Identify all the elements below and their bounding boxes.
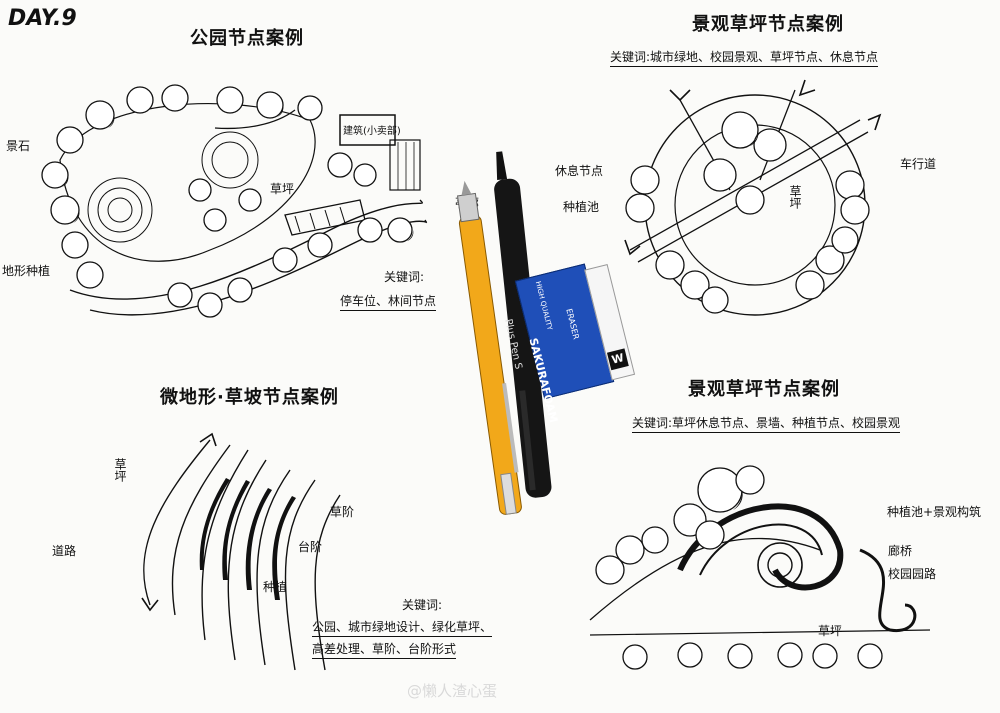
lawn-br-keywords: 关键词:草坪休息节点、景墙、种植节点、校园景观	[632, 414, 901, 433]
day-label: DAY.9	[8, 6, 77, 31]
lawn-br-label-seating: 种植池+景观构筑	[887, 505, 982, 519]
lawn-br-label-lawn: 草坪	[818, 624, 843, 638]
park-keywords-heading: 关键词:	[384, 270, 425, 284]
terrain-keywords-line1: 公园、城市绿地设计、绿化草坪、	[312, 618, 493, 637]
terrain-title: 微地形·草坡节点案例	[160, 387, 339, 408]
lawn-tr-label-rain-garden: 种植池	[563, 200, 600, 214]
lawn-br-plan-drawing	[589, 465, 931, 670]
terrain-label-road: 道路	[52, 544, 77, 558]
terrain-keywords-line2: 高差处理、草阶、台阶形式	[312, 640, 457, 659]
terrain-label-planting: 种植	[263, 580, 288, 594]
terrain-drawing	[141, 432, 341, 671]
lawn-br-label-corridor: 廊桥	[888, 544, 913, 558]
park-plan-drawing	[41, 84, 428, 318]
terrain-label-lawn: 草坪	[113, 458, 127, 482]
lawn-tr-label-walkway: 车行道	[900, 157, 937, 171]
watermark: @懒人渣心蛋	[407, 682, 498, 700]
park-title: 公园节点案例	[190, 28, 304, 49]
lawn-tr-label-lawn: 草坪	[788, 185, 802, 209]
mechanical-pencil	[456, 180, 522, 515]
lawn-tr-title: 景观草坪节点案例	[692, 14, 844, 35]
park-label-scenic-stone: 景石	[6, 139, 31, 153]
park-label-topography: 地形种植	[2, 264, 51, 278]
lawn-tr-plan-drawing	[624, 79, 882, 316]
lawn-br-title: 景观草坪节点案例	[688, 379, 840, 400]
park-keywords-line1: 停车位、林间节点	[340, 292, 437, 311]
lawn-br-label-campus-path: 校园园路	[888, 567, 937, 581]
park-label-lawn: 草坪	[270, 182, 295, 196]
marker-pen	[494, 151, 552, 498]
terrain-label-grass-step: 草阶	[330, 505, 355, 519]
lawn-tr-label-rest-node: 休息节点	[555, 164, 604, 178]
terrain-keywords-heading: 关键词:	[402, 598, 443, 612]
park-label-building: 建筑(小卖部)	[343, 126, 401, 137]
lawn-tr-keywords: 关键词:城市绿地、校园景观、草坪节点、休息节点	[610, 48, 879, 67]
terrain-label-platform: 台阶	[298, 540, 323, 554]
